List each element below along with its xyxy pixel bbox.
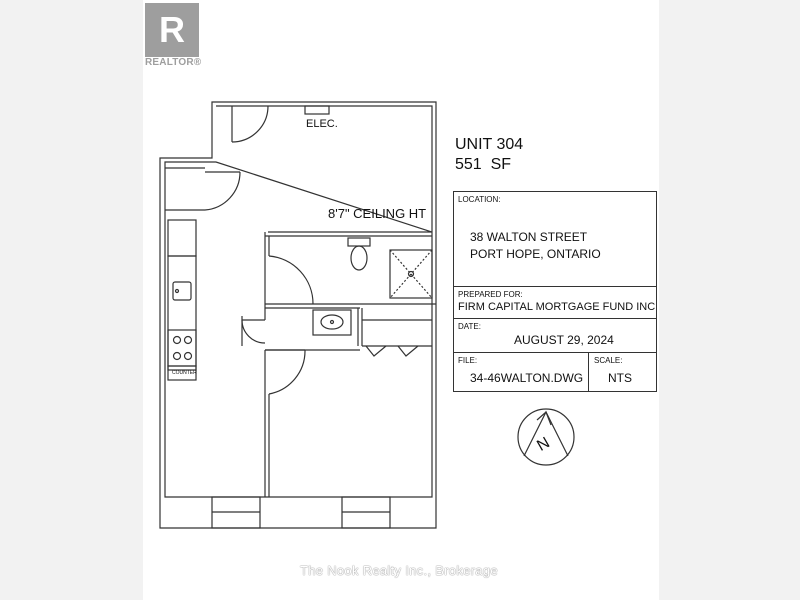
hall-wall (264, 303, 436, 497)
unit-area: 551 SF (455, 156, 512, 173)
brokerage-watermark: The Nook Realty Inc., Brokerage (300, 563, 498, 578)
bifold-door-1 (365, 345, 387, 357)
stove (167, 329, 197, 367)
shower-drain (407, 270, 415, 278)
outer-wall-inner (164, 105, 433, 498)
prepared-section: PREPARED FOR: FIRM CAPITAL MORTGAGE FUND… (454, 287, 656, 319)
stove-burner-2 (183, 335, 193, 345)
closet-bifold (357, 308, 432, 347)
counter-label: COUNTER (172, 370, 197, 376)
vanity-faucet (329, 319, 335, 325)
realtor-logo: R (145, 3, 199, 57)
title-block: LOCATION: 38 WALTON STREET PORT HOPE, ON… (453, 191, 657, 392)
file-value: 34-46WALTON.DWG (470, 371, 584, 385)
north-arrow-head (536, 410, 552, 426)
stove-burner-4 (183, 351, 193, 361)
linen-door (241, 319, 266, 344)
location-label: LOCATION: (458, 195, 501, 204)
bedroom-door-swing (268, 349, 306, 395)
vanity (312, 309, 352, 336)
scale-label: SCALE: (594, 356, 623, 365)
kitchen-sink (172, 281, 192, 301)
date-section: DATE: AUGUST 29, 2024 (454, 319, 656, 353)
shower-x1 (389, 249, 433, 299)
sink-faucet (174, 288, 180, 294)
bathroom-wall (264, 232, 432, 312)
outer-wall-outer (159, 101, 437, 529)
vanity-sink (320, 314, 344, 330)
realtor-logo-text: REALTOR® (145, 57, 202, 68)
north-arrow-circle (517, 408, 575, 466)
stove-burner-1 (172, 335, 182, 345)
closet-door-swing (204, 171, 241, 211)
file-label: FILE: (458, 356, 478, 365)
prepared-label: PREPARED FOR: (458, 290, 523, 299)
address-line-2: PORT HOPE, ONTARIO (470, 247, 601, 261)
kitchen-counter-upper (167, 219, 197, 257)
realtor-logo-letter: R (159, 9, 185, 50)
shower (389, 249, 433, 299)
address-line-1: 38 WALTON STREET (470, 230, 588, 244)
ceiling-height-label: 8'7" CEILING HT (328, 206, 427, 221)
kitchen-counter (167, 255, 197, 371)
file-scale-divider (588, 353, 589, 391)
date-value: AUGUST 29, 2024 (514, 333, 614, 347)
elec-panel (304, 105, 330, 115)
toilet-tank (347, 237, 371, 247)
bifold-door-2 (397, 345, 419, 357)
toilet-bowl (350, 245, 368, 271)
date-label: DATE: (458, 322, 481, 331)
floor-plan-sheet (143, 0, 659, 600)
counter-end (167, 365, 197, 381)
shower-x2 (389, 249, 433, 299)
location-section: LOCATION: 38 WALTON STREET PORT HOPE, ON… (454, 192, 656, 287)
prepared-value: FIRM CAPITAL MORTGAGE FUND INC (458, 301, 656, 313)
bath-door-swing (268, 255, 314, 305)
file-section: FILE: 34-46WALTON.DWG SCALE: NTS (454, 353, 656, 391)
stove-burner-3 (172, 351, 182, 361)
unit-number: UNIT 304 (455, 136, 524, 153)
scale-value: NTS (608, 371, 632, 385)
elec-label: ELEC. (306, 118, 338, 130)
entry-door-swing (231, 105, 269, 143)
